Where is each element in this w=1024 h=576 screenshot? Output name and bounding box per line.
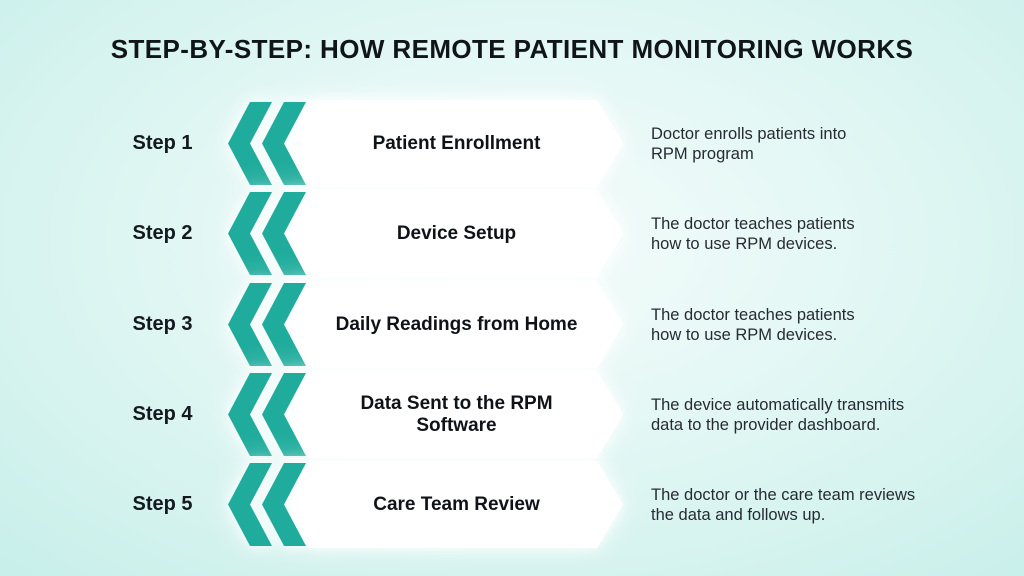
step-2-arrow-box: Device Setup [290, 190, 623, 277]
step-3-description: The doctor teaches patients how to use R… [651, 281, 971, 368]
step-row-2: Step 2 Device Setup The doctor teaches p… [0, 190, 1024, 277]
step-5-label: Step 5 [132, 493, 193, 515]
step-3-title: Daily Readings from Home [335, 313, 578, 335]
description-line: The doctor teaches patients [651, 305, 855, 324]
step-4-description: The device automatically transmits data … [651, 371, 971, 458]
step-5-arrow-box: Care Team Review [290, 461, 623, 548]
step-3-arrow-box: Daily Readings from Home [290, 281, 623, 368]
step-5-description: The doctor or the care team reviews the … [651, 461, 971, 548]
step-3-label: Step 3 [132, 313, 193, 335]
step-4-arrow-box: Data Sent to the RPM Software [290, 371, 623, 458]
step-1-description: Doctor enrolls patients into RPM program [651, 100, 971, 187]
step-1-title: Patient Enrollment [372, 132, 541, 154]
step-2-label: Step 2 [132, 222, 193, 244]
description-line: RPM program [651, 144, 754, 163]
step-row-1: Step 1 Patient Enrollment Doctor enrolls… [0, 100, 1024, 187]
page-title: STEP-BY-STEP: HOW REMOTE PATIENT MONITOR… [110, 34, 914, 64]
step-2-description: The doctor teaches patients how to use R… [651, 190, 971, 277]
step-4-shapes: Data Sent to the RPM Software [0, 371, 1024, 458]
step-2-shapes: Device Setup [0, 190, 1024, 277]
step-row-5: Step 5 Care Team Review The doctor or th… [0, 461, 1024, 548]
step-5-shapes: Care Team Review [0, 461, 1024, 548]
description-line: Doctor enrolls patients into [651, 124, 847, 143]
description-line: The device automatically transmits [651, 395, 905, 414]
step-row-4: Step 4 Data Sent to the RPM Software The… [0, 371, 1024, 458]
description-line: how to use RPM devices. [651, 234, 838, 253]
step-row-3: Step 3 Daily Readings from Home The doct… [0, 281, 1024, 368]
step-5-title: Care Team Review [373, 493, 540, 515]
description-line: how to use RPM devices. [651, 325, 838, 344]
step-2-title: Device Setup [396, 222, 517, 244]
description-line: the data and follows up. [651, 505, 826, 524]
step-4-label: Step 4 [132, 403, 193, 425]
description-line: data to the provider dashboard. [651, 415, 881, 434]
step-4-title: Data Sent to the RPM Software [360, 392, 553, 436]
description-line: The doctor or the care team reviews [651, 485, 916, 504]
step-1-label: Step 1 [132, 132, 193, 154]
description-line: The doctor teaches patients [651, 214, 855, 233]
step-1-arrow-box: Patient Enrollment [290, 100, 623, 187]
step-3-shapes: Daily Readings from Home [0, 281, 1024, 368]
step-1-shapes: Patient Enrollment [0, 100, 1024, 187]
